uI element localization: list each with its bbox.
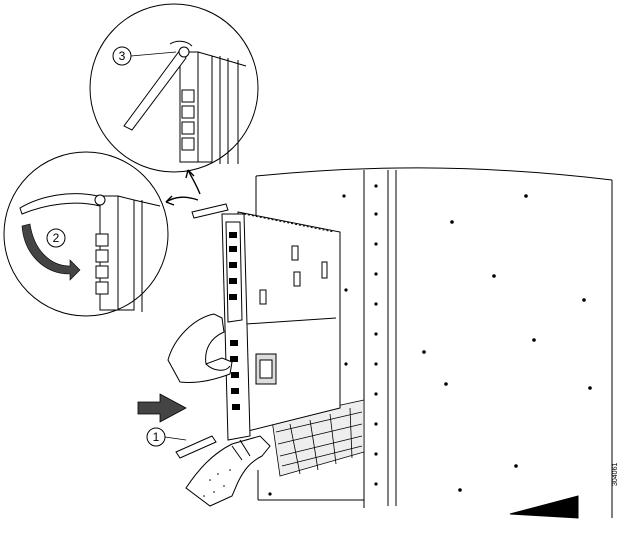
callout-3-label: 3 (119, 49, 126, 63)
detail-view-3: 3 (89, 3, 259, 173)
lower-hand (185, 435, 271, 507)
callout-1: 1 (146, 427, 187, 447)
callout-1-label: 1 (153, 430, 160, 444)
rotation-arrow (21, 223, 81, 281)
line-card (175, 203, 341, 459)
detail-view-2: 2 (3, 151, 169, 317)
detail-pointer-arrows (165, 169, 201, 206)
insert-direction-arrow (137, 393, 187, 423)
callout-2-label: 2 (53, 231, 60, 245)
figure-id: 304061 (612, 462, 619, 486)
upper-hand (167, 313, 233, 383)
